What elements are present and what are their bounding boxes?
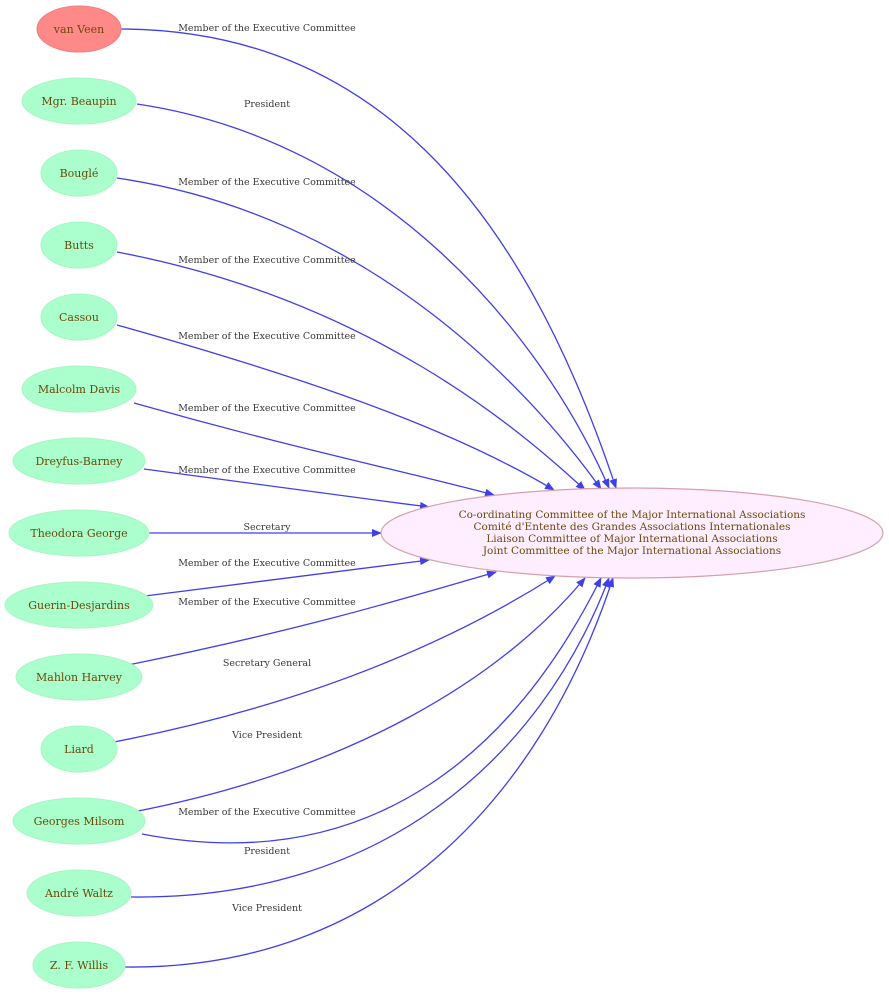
edge-14 <box>124 577 614 968</box>
person-node[interactable]: Georges Milsom <box>12 797 146 845</box>
person-node-label: André Waltz <box>44 887 113 900</box>
edge-label-1: President <box>244 99 290 110</box>
edge-10 <box>113 575 556 743</box>
edge-label-11: Vice President <box>231 730 302 741</box>
person-node-label: Mahlon Harvey <box>36 671 123 684</box>
edge-label-6: Member of the Executive Committee <box>178 465 356 476</box>
person-node[interactable]: Liard <box>40 725 118 773</box>
edge-12 <box>141 577 602 844</box>
edges-layer <box>113 28 617 968</box>
person-node-label: van Veen <box>53 23 104 36</box>
edge-label-10: Secretary General <box>223 658 311 669</box>
person-node-shape[interactable] <box>40 221 118 269</box>
edge-label-4: Member of the Executive Committee <box>178 331 356 342</box>
person-node[interactable]: Mahlon Harvey <box>15 653 143 701</box>
edge-3 <box>116 251 586 491</box>
edge-label-0: Member of the Executive Committee <box>178 23 356 34</box>
person-node-shape[interactable] <box>21 77 137 125</box>
person-node[interactable]: Bouglé <box>40 149 118 197</box>
edge-13 <box>130 577 610 898</box>
person-node[interactable]: Dreyfus-Barney <box>12 437 146 485</box>
center-node-shape[interactable] <box>380 487 884 579</box>
person-node-label: Bouglé <box>60 167 99 180</box>
edge-label-2: Member of the Executive Committee <box>178 177 356 188</box>
edge-4 <box>116 324 555 491</box>
person-node-label: Z. F. Willis <box>50 959 109 972</box>
edge-6 <box>143 468 430 510</box>
person-node[interactable]: Butts <box>40 221 118 269</box>
edge-label-5: Member of the Executive Committee <box>178 403 356 414</box>
person-node-shape[interactable] <box>4 581 154 629</box>
person-node[interactable]: Cassou <box>40 293 118 341</box>
person-node[interactable]: Guerin-Desjardins <box>4 581 154 629</box>
edge-label-7: Secretary <box>243 522 291 533</box>
person-node-shape[interactable] <box>15 653 143 701</box>
person-node[interactable]: Theodora George <box>8 509 150 557</box>
person-node-shape[interactable] <box>36 5 122 53</box>
edge-5 <box>133 402 495 497</box>
person-node-label: Cassou <box>59 311 99 324</box>
person-node-shape[interactable] <box>12 797 146 845</box>
person-node-shape[interactable] <box>40 293 118 341</box>
person-node[interactable]: Malcolm Davis <box>21 365 137 413</box>
edge-9 <box>127 570 497 666</box>
edge-label-9: Member of the Executive Committee <box>178 597 356 608</box>
person-node[interactable]: van Veen <box>36 5 122 53</box>
person-node-shape[interactable] <box>21 365 137 413</box>
edge-label-13: President <box>244 846 290 857</box>
person-node-label: Mgr. Beaupin <box>41 95 116 108</box>
edge-label-3: Member of the Executive Committee <box>178 255 356 266</box>
person-node-shape[interactable] <box>32 941 126 989</box>
edge-label-8: Member of the Executive Committee <box>178 558 356 569</box>
edge-2 <box>116 177 602 490</box>
person-node-shape[interactable] <box>40 149 118 197</box>
person-node-label: Butts <box>64 239 94 252</box>
center-label-line-1: Co-ordinating Committee of the Major Int… <box>459 509 806 521</box>
person-node-shape[interactable] <box>26 869 132 917</box>
person-node-label: Liard <box>64 743 94 756</box>
center-label-line-2: Comité d'Entente des Grandes Association… <box>473 521 790 533</box>
edge-label-14: Vice President <box>231 903 302 914</box>
person-node-label: Guerin-Desjardins <box>28 599 130 612</box>
edge-8 <box>144 557 430 597</box>
person-node-shape[interactable] <box>40 725 118 773</box>
person-node-shape[interactable] <box>12 437 146 485</box>
person-node-shape[interactable] <box>8 509 150 557</box>
person-node[interactable]: Z. F. Willis <box>32 941 126 989</box>
person-node[interactable]: Mgr. Beaupin <box>21 77 137 125</box>
center-node[interactable]: Co-ordinating Committee of the Major Int… <box>380 487 884 579</box>
person-node-label: Georges Milsom <box>34 815 125 828</box>
person-node[interactable]: André Waltz <box>26 869 132 917</box>
edge-labels-layer: Member of the Executive CommitteePreside… <box>178 23 356 914</box>
edge-1 <box>136 103 610 489</box>
person-node-label: Theodora George <box>30 527 127 540</box>
center-label-line-4: Joint Committee of the Major Internation… <box>482 545 781 557</box>
edge-11 <box>132 577 586 813</box>
person-node-label: Malcolm Davis <box>38 383 121 396</box>
center-label-line-3: Liaison Committee of Major International… <box>486 533 777 545</box>
edge-label-12: Member of the Executive Committee <box>178 807 356 818</box>
person-node-label: Dreyfus-Barney <box>35 455 123 468</box>
edge-0 <box>120 28 617 489</box>
